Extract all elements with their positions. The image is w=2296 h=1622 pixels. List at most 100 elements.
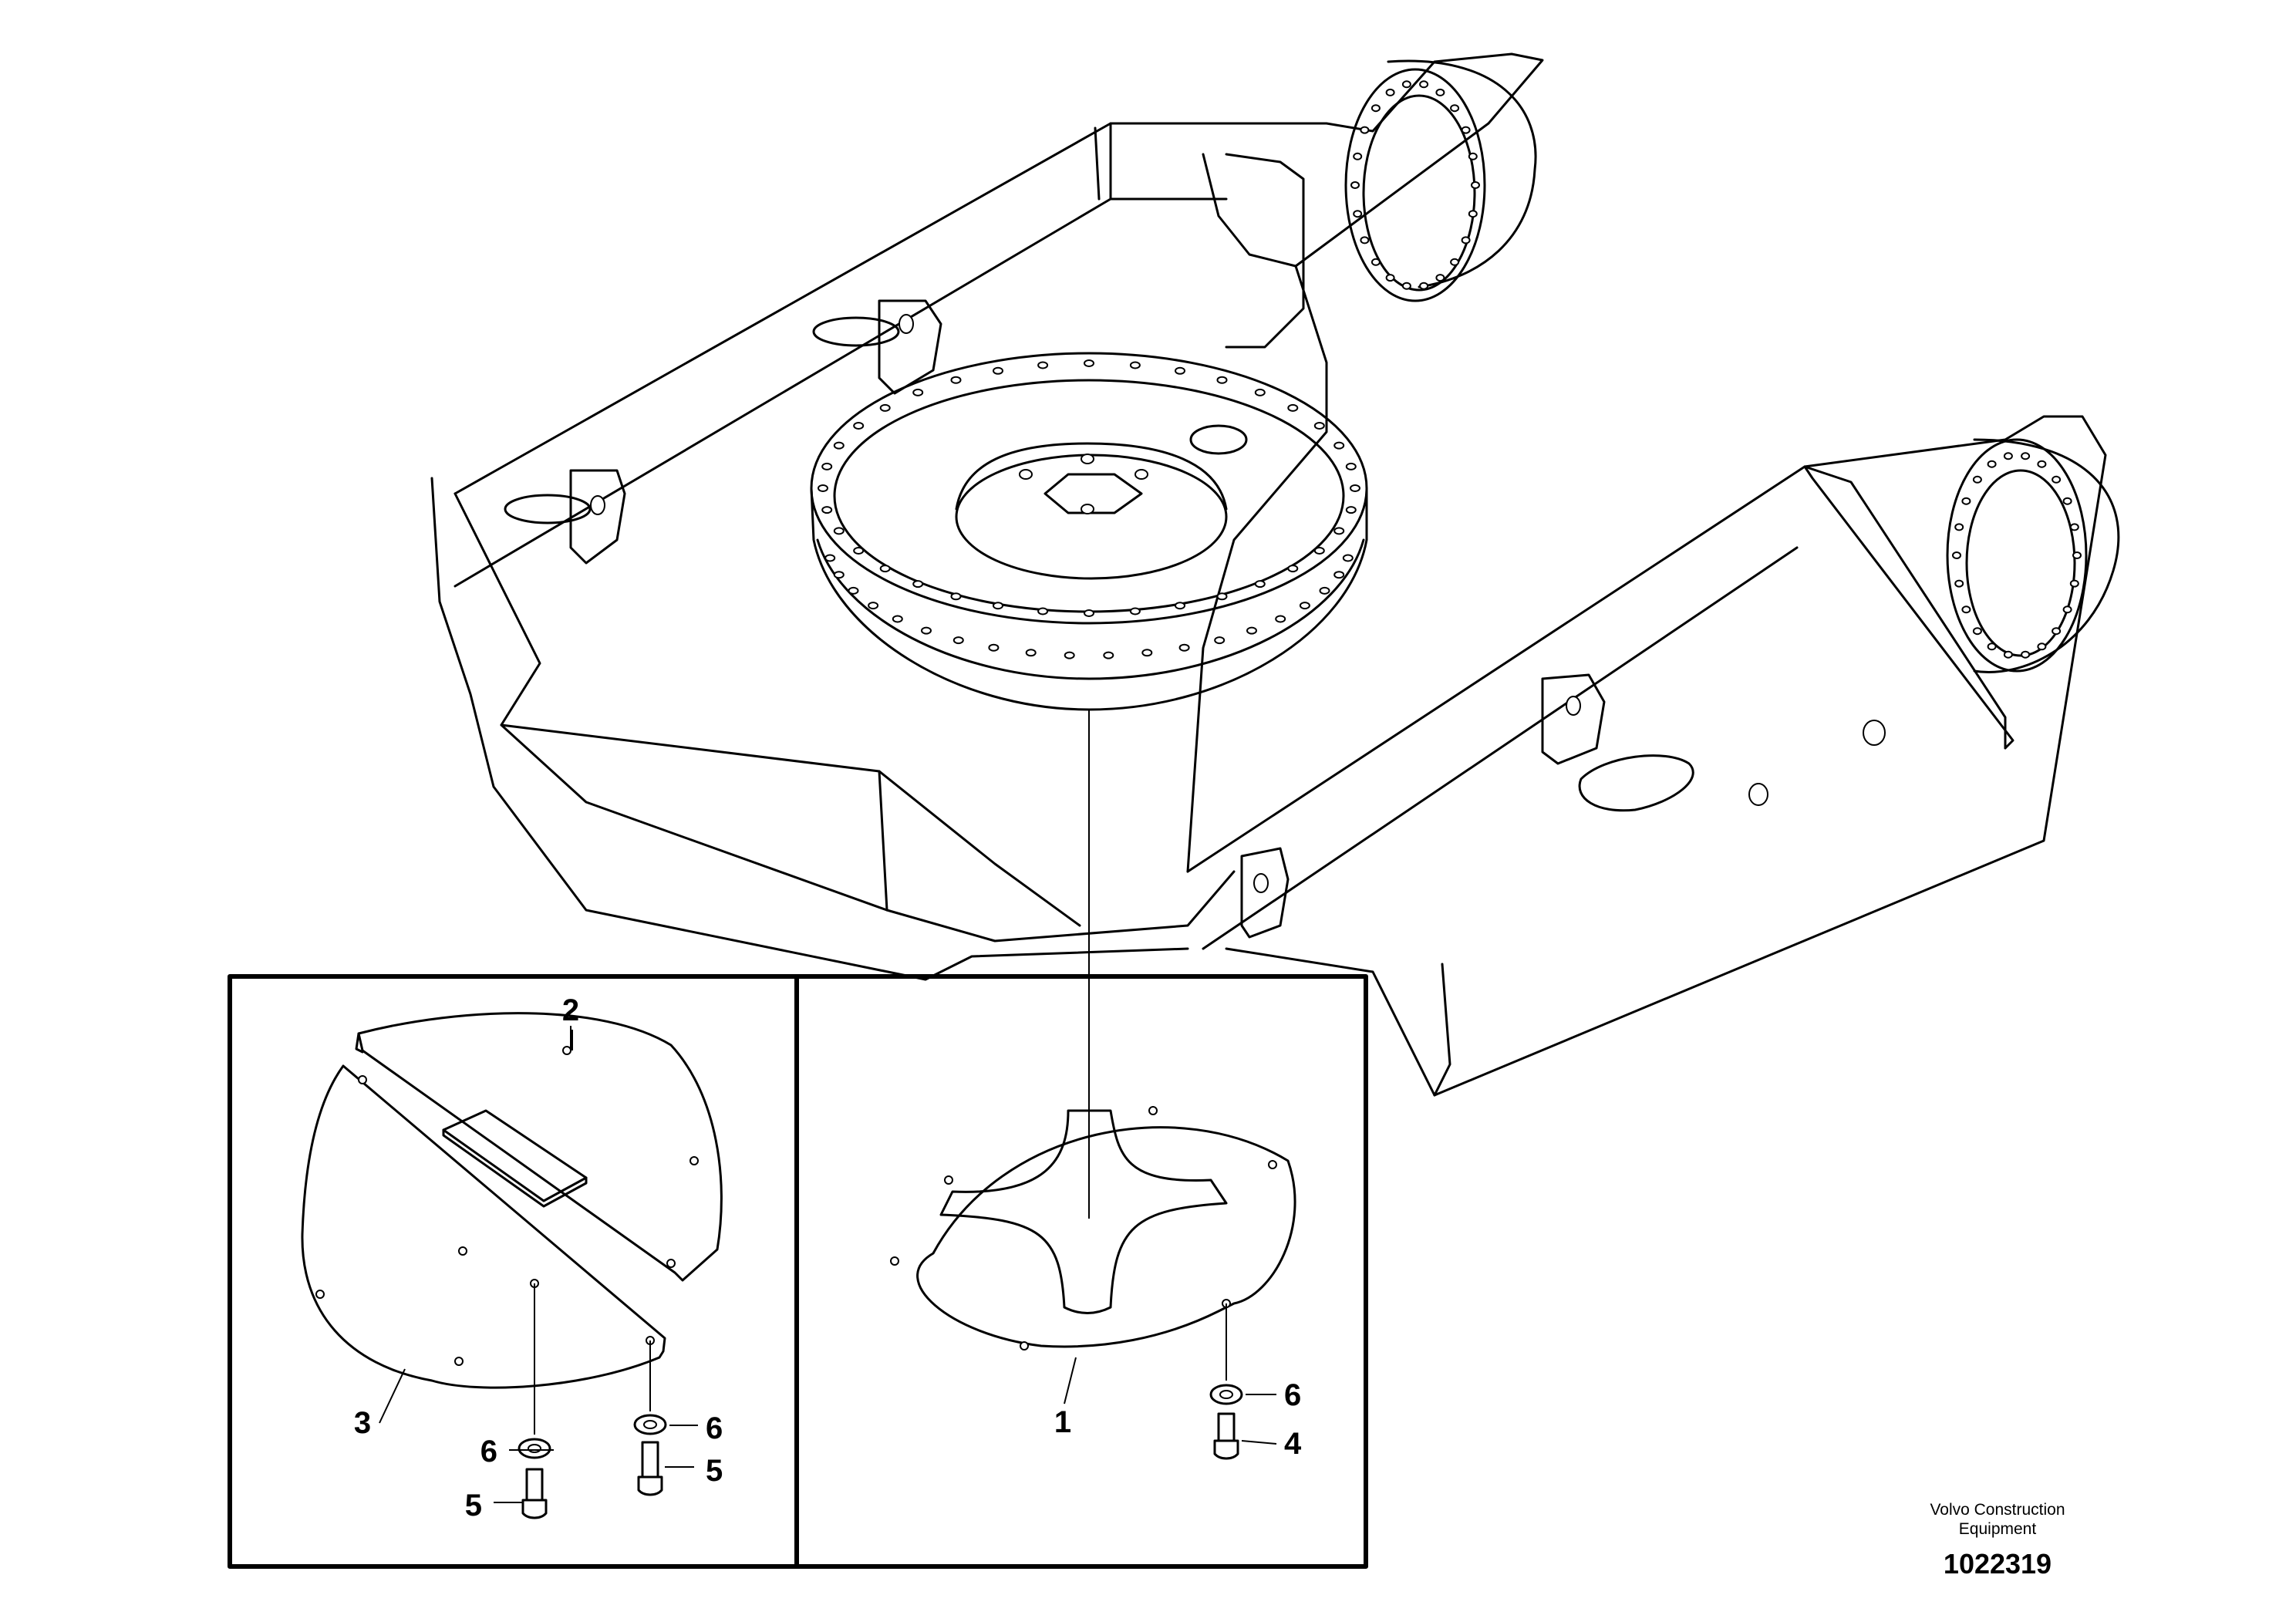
ring-bolt-hole <box>1313 547 1325 555</box>
end-ring-bolt-hole <box>1972 475 1982 484</box>
end-ring-bolt-hole <box>1385 88 1395 96</box>
end-ring-bolt-hole <box>1468 210 1478 218</box>
ring-bolt-hole <box>1333 441 1345 450</box>
ring-bolt-hole <box>818 484 828 492</box>
ring-bolt-hole <box>1129 361 1141 369</box>
left-panel-parts <box>301 1012 723 1519</box>
company-name-line2: Equipment <box>1958 1520 2037 1538</box>
ring-bolt-hole <box>1254 580 1266 588</box>
end-ring-bolt-hole <box>1450 104 1460 113</box>
company-name-line1: Volvo Construction <box>1930 1501 2065 1519</box>
cover-plate-upper <box>357 1012 723 1282</box>
ring-bolt-hole <box>950 592 962 601</box>
ring-bolt-hole <box>1313 422 1325 430</box>
caption-block: Volvo Construction Equipment 1022319 <box>1882 1500 2113 1580</box>
drawing-number: 1022319 <box>1943 1548 2052 1580</box>
bolt-center <box>521 1468 548 1519</box>
end-ring-bolt-hole <box>1401 282 1411 290</box>
ring-bolt-hole <box>853 422 865 430</box>
callout-5-right: 5 <box>706 1454 723 1488</box>
ring-bolt-hole <box>1178 643 1190 652</box>
end-ring-bolt-hole <box>2021 452 2031 460</box>
ring-bolt-hole <box>1025 649 1037 657</box>
end-ring-bolt-hole <box>1350 181 1360 189</box>
ring-bolt-hole <box>1287 403 1299 412</box>
end-ring-bolt-hole <box>2072 551 2082 559</box>
ring-bolt-hole <box>821 506 833 514</box>
end-ring-bolt-hole <box>1987 642 1997 651</box>
ring-bolt-hole <box>1333 571 1345 579</box>
end-ring-bolt-hole <box>1419 80 1429 89</box>
end-ring-bolt-hole <box>1461 236 1471 244</box>
end-ring-bolt-hole <box>2021 650 2031 659</box>
ring-bolt-hole <box>988 643 1000 652</box>
ring-bolt-hole <box>853 547 865 555</box>
ring-bolt-hole <box>1345 462 1357 470</box>
end-ring-bolt-hole <box>1952 551 1961 559</box>
ring-bolt-hole <box>1084 609 1094 617</box>
ring-bolt-hole <box>1175 366 1185 375</box>
end-ring-bolt-hole <box>1353 152 1363 160</box>
ring-bolt-hole <box>993 366 1003 375</box>
slewing-ring <box>810 80 2082 711</box>
bolt-main <box>1213 1412 1239 1460</box>
end-ring-bolt-hole <box>2037 642 2047 651</box>
end-ring-bolt-hole <box>2062 605 2072 614</box>
callout-3: 3 <box>354 1406 371 1440</box>
cover-plate-lower <box>301 1064 666 1389</box>
callout-1: 1 <box>1054 1405 1071 1439</box>
washer-center <box>518 1438 551 1459</box>
end-ring-bolt-hole <box>2062 497 2072 505</box>
undercarriage-frame <box>430 52 2120 1097</box>
ring-bolt-hole <box>1175 602 1185 610</box>
end-ring-bolt-hole <box>1954 579 1964 588</box>
bolt-right <box>637 1441 663 1496</box>
end-ring-bolt-hole <box>1419 282 1429 290</box>
end-ring-bolt-hole <box>1371 104 1381 113</box>
callout-6-right: 6 <box>706 1411 723 1445</box>
ring-bolt-hole <box>912 388 924 396</box>
ring-bolt-hole <box>1345 506 1357 514</box>
ring-bolt-hole <box>1214 636 1226 645</box>
ring-bolt-hole <box>1342 554 1354 562</box>
end-ring-bolt-hole <box>1360 126 1370 134</box>
end-ring-bolt-hole <box>1461 126 1471 134</box>
ring-bolt-hole <box>1129 607 1141 615</box>
end-ring-bolt-hole <box>1371 258 1381 266</box>
washer-right <box>633 1414 667 1435</box>
end-ring-bolt-hole <box>1468 152 1478 160</box>
end-ring-bolt-hole <box>1471 181 1480 189</box>
end-ring-bolt-hole <box>2003 452 2013 460</box>
ring-bolt-hole <box>952 636 964 645</box>
ring-bolt-hole <box>833 571 845 579</box>
ring-bolt-hole <box>879 403 891 412</box>
end-ring-bolt-hole <box>1987 460 1997 468</box>
end-ring-bolt-hole <box>1435 274 1445 282</box>
ring-bolt-hole <box>1216 376 1228 384</box>
right-panel-parts <box>890 1106 1296 1460</box>
end-ring-bolt-hole <box>1961 497 1971 505</box>
ring-bolt-hole <box>824 554 836 562</box>
end-ring-bolt-hole <box>1435 88 1445 96</box>
ring-bolt-hole <box>1246 626 1257 635</box>
ring-bolt-hole <box>1216 592 1228 601</box>
ring-bolt-hole <box>993 602 1003 610</box>
ring-bolt-hole <box>1299 602 1310 610</box>
end-ring-bolt-hole <box>2052 475 2062 484</box>
ring-bolt-hole <box>833 527 845 535</box>
end-ring-bolt-hole <box>2052 627 2062 636</box>
end-ring-bolt-hole <box>1385 274 1395 282</box>
end-ring-bolt-hole <box>1954 523 1964 531</box>
callout-5-center: 5 <box>465 1489 482 1523</box>
washer-main <box>1209 1384 1243 1405</box>
end-ring-bolt-hole <box>1401 80 1411 89</box>
end-ring-bolt-hole <box>2069 579 2079 588</box>
callout-4: 4 <box>1284 1427 1302 1461</box>
callout-6-main: 6 <box>1284 1378 1301 1412</box>
detail-frame-right <box>794 974 1368 1569</box>
ring-bolt-hole <box>1350 484 1360 492</box>
end-ring-bolt-hole <box>1972 627 1982 636</box>
ring-bolt-hole <box>1141 649 1153 657</box>
ring-bolt-hole <box>1037 361 1049 369</box>
